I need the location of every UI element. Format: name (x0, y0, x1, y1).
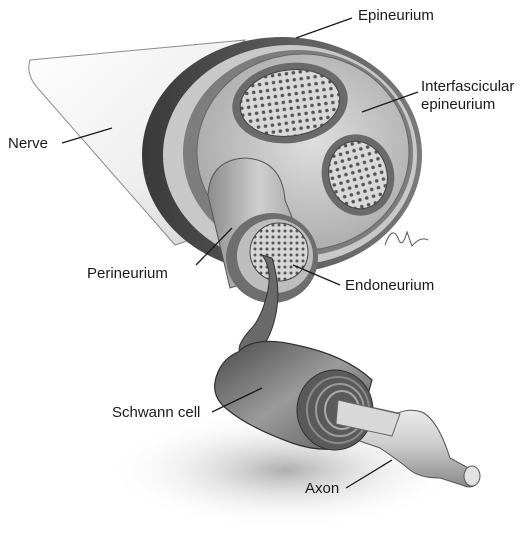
label-epineurium: Epineurium (358, 7, 434, 25)
label-endoneurium: Endoneurium (345, 277, 434, 295)
leader-epineurium (296, 18, 352, 38)
label-schwann-cell: Schwann cell (112, 404, 200, 422)
axon-end (464, 466, 480, 486)
label-nerve: Nerve (8, 135, 48, 153)
label-perineurium: Perineurium (87, 265, 168, 283)
endoneurium-core (250, 223, 308, 281)
label-interfascicular-line2: epineurium (421, 96, 495, 114)
label-axon: Axon (305, 480, 339, 498)
artist-signature (385, 232, 428, 246)
label-interfascicular-line1: Interfascicular (421, 78, 514, 96)
